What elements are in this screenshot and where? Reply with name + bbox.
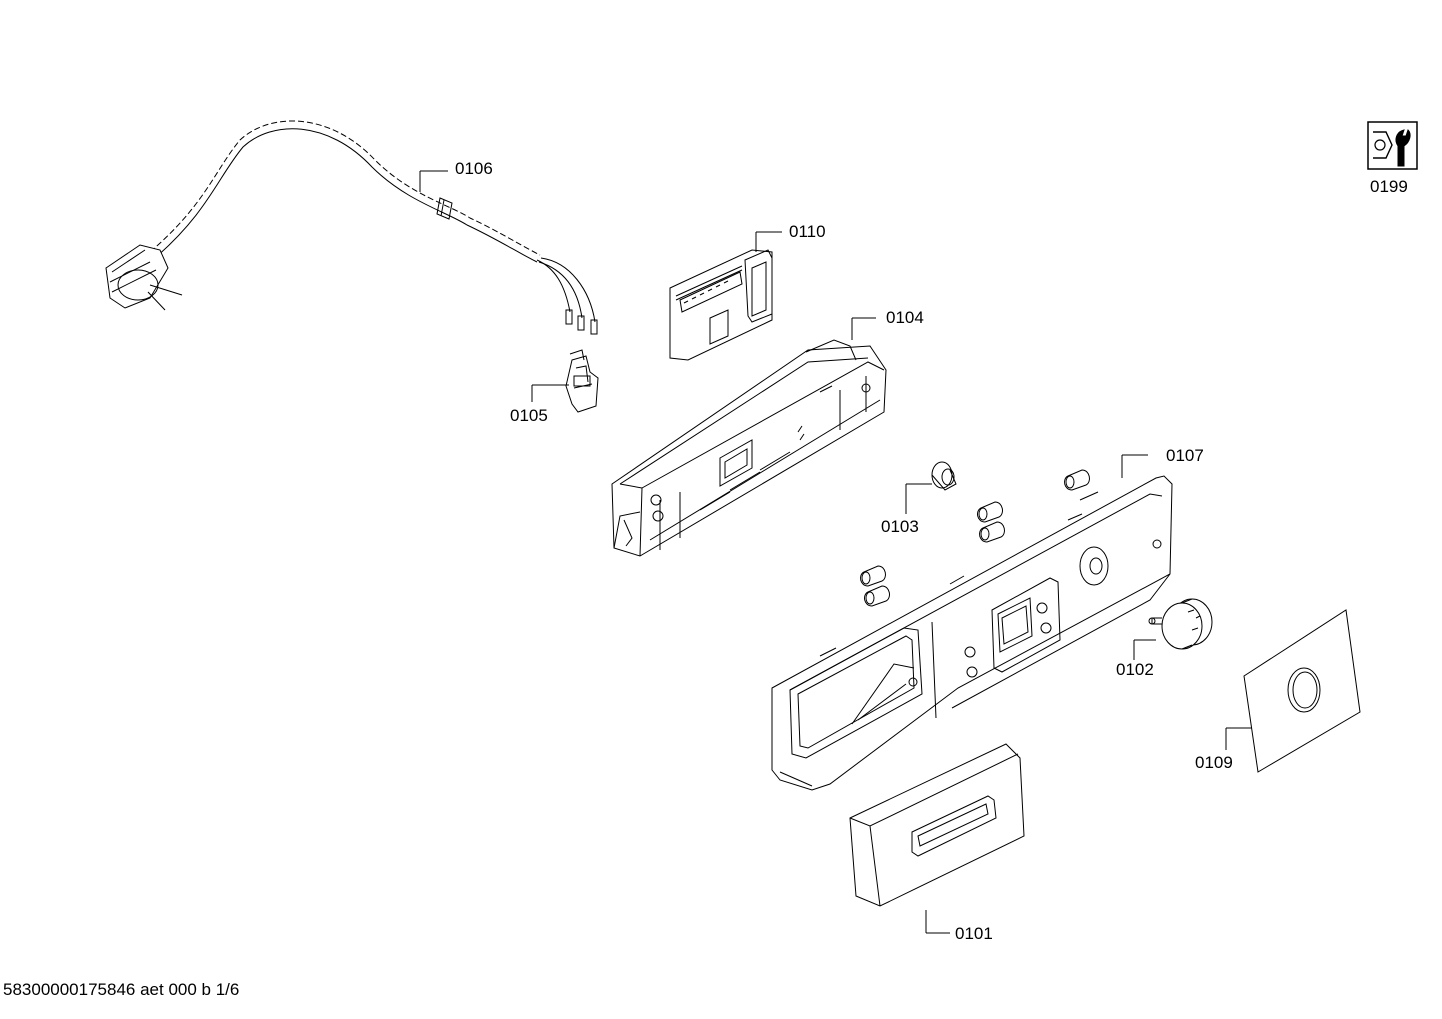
document-code: 58300000175846 aet 000 b 1/6 bbox=[3, 980, 240, 999]
drawer-handle-part[interactable] bbox=[849, 743, 1025, 934]
callout-0103: 0103 bbox=[881, 517, 919, 536]
callout-0199: 0199 bbox=[1370, 177, 1408, 196]
decor-panel-part[interactable] bbox=[1225, 609, 1361, 773]
callout-0104: 0104 bbox=[886, 308, 924, 327]
callout-0109: 0109 bbox=[1195, 753, 1233, 772]
callout-0110: 0110 bbox=[789, 222, 826, 241]
pcb-module-part[interactable] bbox=[669, 231, 782, 361]
callout-0107: 0107 bbox=[1166, 446, 1204, 465]
callout-0105: 0105 bbox=[510, 406, 548, 425]
light-guide-pins[interactable] bbox=[860, 469, 1090, 607]
module-housing-part[interactable] bbox=[611, 317, 887, 557]
suppressor-part[interactable] bbox=[531, 349, 599, 413]
wrench-nut-icon bbox=[1367, 121, 1418, 170]
callout-0106: 0106 bbox=[455, 159, 493, 178]
callout-0101: 0101 bbox=[955, 924, 993, 943]
rotary-knob-part[interactable] bbox=[1133, 598, 1213, 660]
power-cord-part[interactable] bbox=[105, 120, 598, 335]
control-panel-part[interactable] bbox=[771, 454, 1173, 791]
callout-0102: 0102 bbox=[1116, 660, 1154, 679]
knob-shaft-part[interactable] bbox=[905, 461, 957, 514]
